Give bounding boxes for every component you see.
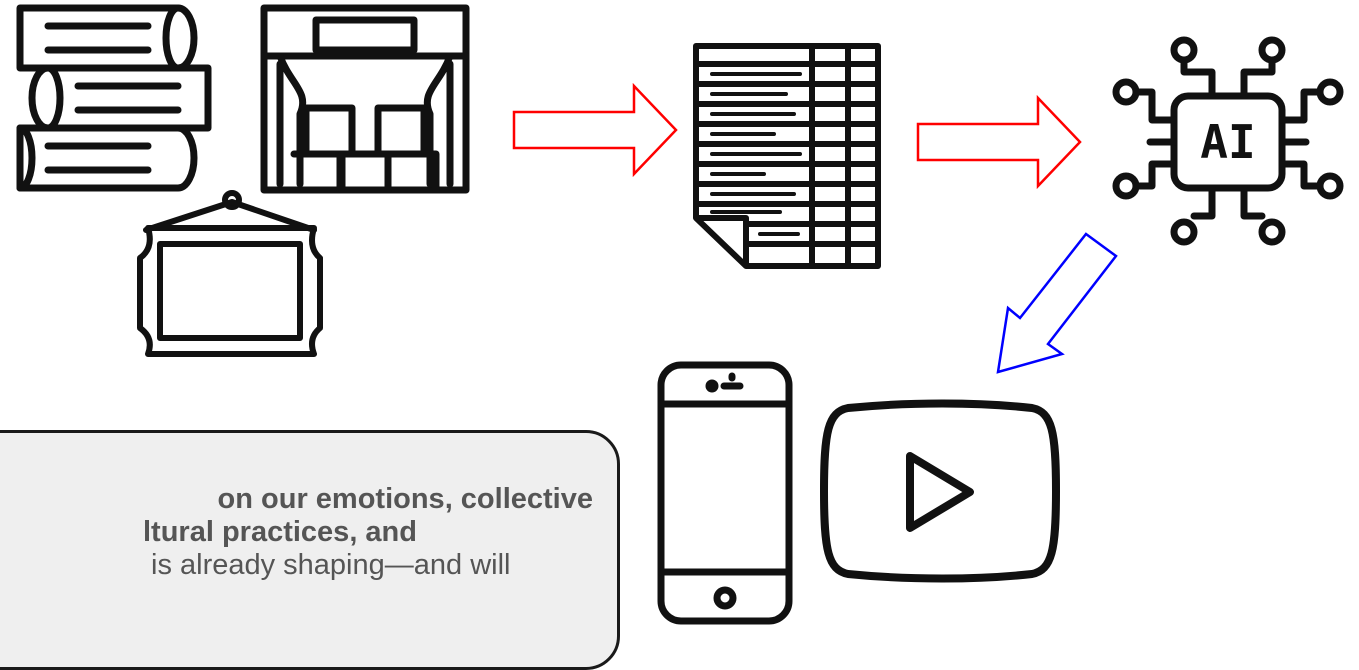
picture-frame-icon <box>134 188 328 360</box>
flow-arrow-red-1 <box>510 80 680 180</box>
spreadsheet-icon <box>690 40 890 272</box>
callout-text: on our emotions, collective ltural pract… <box>3 483 593 582</box>
callout-line-2: ltural practices, and <box>143 516 417 548</box>
callout-line-1: on our emotions, collective <box>217 483 593 515</box>
smartphone-icon <box>656 360 794 626</box>
theater-stage-icon <box>260 4 470 194</box>
flow-arrow-blue <box>990 230 1130 380</box>
callout-box: on our emotions, collective ltural pract… <box>0 430 620 670</box>
books-icon <box>8 2 218 192</box>
play-button-icon <box>818 399 1062 583</box>
callout-line-3: is already shaping—and will <box>151 549 511 581</box>
flow-arrow-red-2 <box>914 90 1084 190</box>
ai-chip-icon: AI <box>1112 36 1344 246</box>
ai-chip-label: AI <box>1200 115 1256 169</box>
